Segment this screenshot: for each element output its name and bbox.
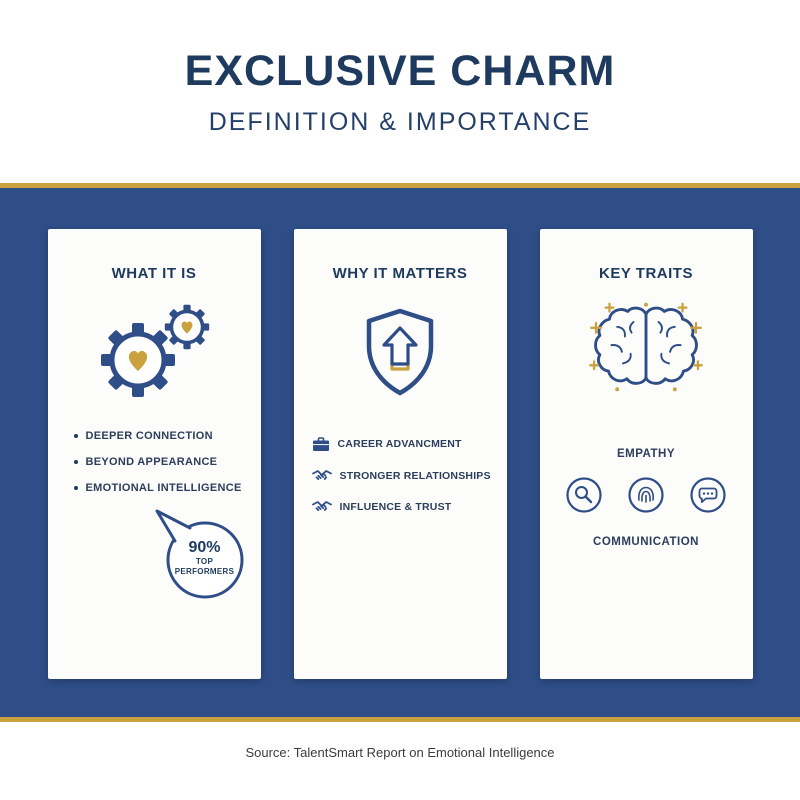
bullet-dot-icon [73,486,78,490]
card-what-it-is: WHAT IT IS [47,229,261,679]
benefit-list: CAREER ADVANCMENT STRONGER RELATIONSHIPS [294,436,507,514]
brain-sparkles-icon [588,298,704,398]
page-subtitle: DEFINITION & IMPORTANCE [208,108,592,136]
card-heading: WHY IT MATTERS [332,265,468,282]
header: EXCLUSIVE CHARM DEFINITION & IMPORTANCE [0,0,800,183]
stat-badge: 90% TOP PERFORMERS [153,508,249,604]
stat-label-line2: PERFORMERS [174,566,235,576]
handshake-icon [311,501,332,511]
briefcase-icon [312,437,329,451]
list-item: EMOTIONAL INTELLIGENCE [73,482,261,494]
trait-label-empathy: EMPATHY [616,448,676,460]
benefit-label: STRONGER RELATIONSHIPS [339,469,491,482]
bullet-label: EMOTIONAL INTELLIGENCE [85,482,242,494]
gears-heart-icon [94,300,214,400]
list-item: CAREER ADVANCMENT [312,436,507,452]
stat-badge-text: 90% TOP PERFORMERS [168,539,242,577]
bullet-dot-icon [73,434,78,438]
card-heading: WHAT IT IS [111,265,197,282]
source-text: Source: TalentSmart Report on Emotional … [245,745,555,760]
stat-value: 90% [188,539,221,556]
card-heading: KEY TRAITS [599,265,693,282]
page-title: EXCLUSIVE CHARM [184,47,616,95]
divider-bottom [0,717,800,722]
list-item: DEEPER CONNECTION [73,430,261,442]
list-item: BEYOND APPEARANCE [73,456,261,468]
main-panel: WHAT IT IS [0,188,800,717]
list-item: INFLUENCE & TRUST [311,499,507,514]
fingerprint-icon [628,477,664,513]
bullet-label: BEYOND APPEARANCE [85,456,218,468]
magnifier-icon [566,477,602,513]
shield-arrow-icon [358,306,442,398]
list-item: STRONGER RELATIONSHIPS [311,468,507,483]
benefit-label: CAREER ADVANCMENT [337,438,462,450]
bullet-label: DEEPER CONNECTION [85,430,213,442]
chat-bubble-icon [690,477,726,513]
bullet-dot-icon [73,460,78,464]
speech-bubble-icon [155,509,243,599]
handshake-icon [311,470,332,480]
bullet-list: DEEPER CONNECTION BEYOND APPEARANCE EMOT… [48,430,261,508]
benefit-label: INFLUENCE & TRUST [339,500,452,513]
stat-label-line1: TOP [195,556,214,566]
trait-icon-row [565,476,727,514]
footer: Source: TalentSmart Report on Emotional … [0,722,800,800]
trait-label-communication: COMMUNICATION [593,536,699,548]
divider-top [0,183,800,188]
card-why-it-matters: WHY IT MATTERS CAREER ADVANCMENT [293,229,507,679]
card-key-traits: KEY TRAITS [539,229,753,679]
